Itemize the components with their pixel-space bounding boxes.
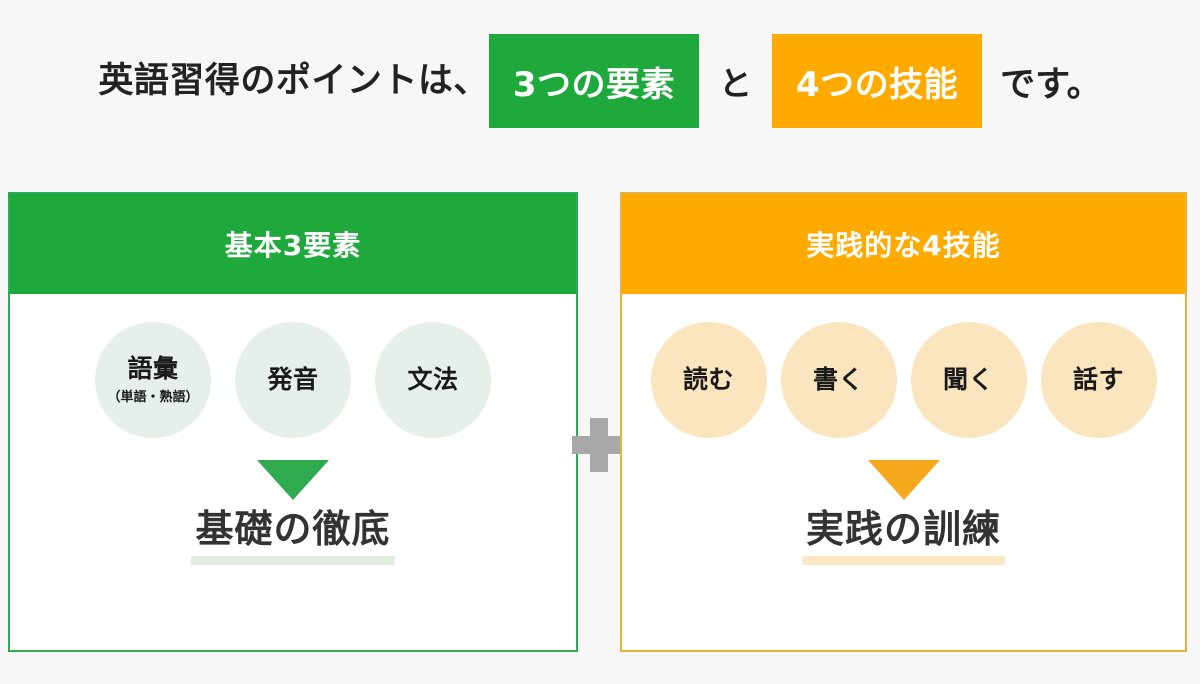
panel-practical-arrow-wrap [622,460,1185,500]
headline: 英語習得のポイントは、 3つの要素 と 4つの技能 です。 [0,34,1200,128]
headline-tail-text: です。 [1000,64,1102,105]
circle-grammar: 文法 [375,322,491,438]
panel-practical-circle-row: 読む 書く 聞く 話す [622,294,1185,438]
circle-writing: 書く [780,322,897,438]
panel-practical-title: 実践的な4技能 [622,194,1185,294]
circle-grammar-label: 文法 [407,365,459,395]
plus-sign [572,418,626,472]
down-triangle-icon [867,460,940,500]
panel-practical-outcome-wrap: 実践の訓練 [622,507,1185,565]
panel-practical-outcome: 実践の訓練 [801,507,1005,565]
headline-conjunction: と [719,64,752,103]
panel-basics-body: 語彙 （単語・熟語） 発音 文法 基礎の徹底 [10,294,576,650]
headline-chip-green: 3つの要素 [488,34,699,128]
down-triangle-icon [257,460,329,500]
circle-reading-label: 読む [682,365,734,395]
panel-basics: 基本3要素 語彙 （単語・熟語） 発音 文法 基礎の徹底 [8,192,578,652]
panel-basics-arrow-wrap [10,460,576,500]
circle-pronunciation: 発音 [235,322,351,438]
circle-vocabulary-label: 語彙 [127,353,179,383]
headline-lead-text: 英語習得のポイントは、 [98,60,489,101]
panel-practical-body: 読む 書く 聞く 話す 実践の訓練 [622,294,1185,650]
circle-writing-label: 書く [812,365,864,395]
headline-chip-orange: 4つの技能 [772,34,983,128]
plus-vertical-bar [590,418,608,472]
circle-pronunciation-label: 発音 [267,365,319,395]
circle-vocabulary: 語彙 （単語・熟語） [95,322,211,438]
circle-listening: 聞く [910,322,1027,438]
circle-speaking: 話す [1040,322,1157,438]
circle-speaking-label: 話す [1072,365,1124,395]
panel-basics-title: 基本3要素 [10,194,576,294]
circle-vocabulary-sublabel: （単語・熟語） [107,390,199,406]
panel-basics-circle-row: 語彙 （単語・熟語） 発音 文法 [10,294,576,438]
panel-basics-outcome-wrap: 基礎の徹底 [10,507,576,565]
circle-listening-label: 聞く [942,365,994,395]
panel-basics-outcome: 基礎の徹底 [191,507,395,565]
circle-reading: 読む [650,322,767,438]
panel-practical: 実践的な4技能 読む 書く 聞く 話す 実践の訓練 [620,192,1187,652]
